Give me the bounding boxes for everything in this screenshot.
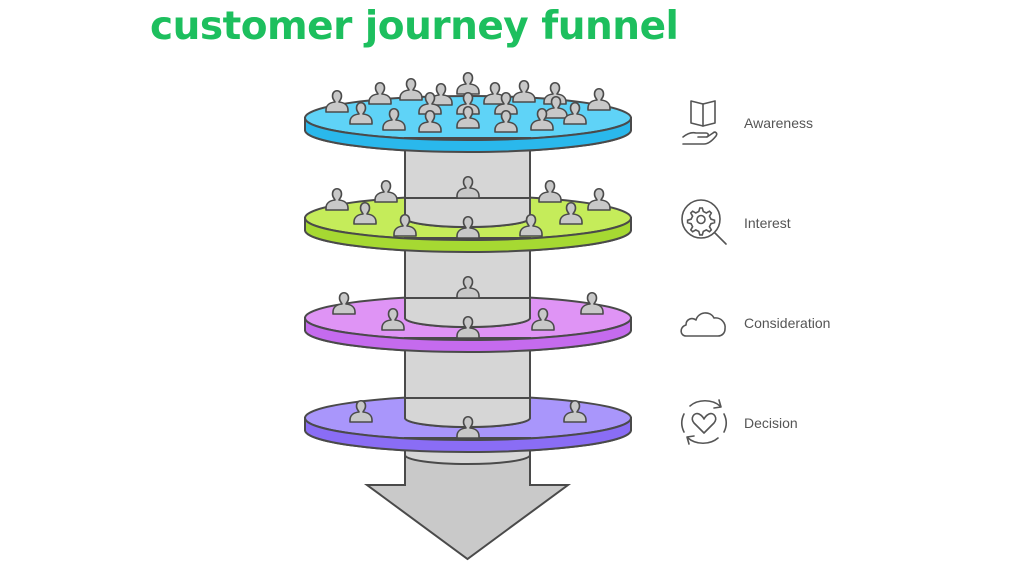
person-icon: [456, 175, 480, 199]
person-icon: [456, 71, 480, 95]
person-icon: [399, 77, 423, 101]
person-icon: [456, 415, 480, 439]
person-icon: [374, 179, 398, 203]
person-icon: [368, 81, 392, 105]
person-icon: [456, 91, 480, 115]
person-icon: [519, 213, 543, 237]
person-icon: [325, 89, 349, 113]
person-icon: [544, 95, 568, 119]
person-icon: [494, 91, 518, 115]
person-icon: [530, 107, 554, 131]
person-icon: [332, 291, 356, 315]
person-icon: [353, 201, 377, 225]
stage-label-consideration: Consideration: [744, 315, 831, 331]
person-icon: [456, 275, 480, 299]
person-icon: [418, 109, 442, 133]
person-icon: [587, 87, 611, 111]
person-icon: [418, 91, 442, 115]
person-icon: [580, 291, 604, 315]
person-icon: [429, 82, 453, 106]
disc-rim: [304, 217, 632, 253]
person-icon: [456, 215, 480, 239]
person-icon: [587, 187, 611, 211]
stage-label-decision: Decision: [744, 415, 798, 431]
person-icon: [393, 213, 417, 237]
person-icon: [456, 105, 480, 129]
disc-rim: [304, 417, 632, 453]
book-in-hand-icon: [682, 100, 718, 145]
people-group: [325, 71, 611, 439]
person-icon: [559, 201, 583, 225]
page-title: customer journey funnel: [150, 4, 679, 49]
funnel-discs: [304, 71, 632, 465]
person-icon: [531, 307, 555, 331]
disc-rim: [304, 317, 632, 353]
person-icon: [349, 101, 373, 125]
person-icon: [381, 307, 405, 331]
person-icon: [325, 187, 349, 211]
person-icon: [512, 79, 536, 103]
person-icon: [538, 179, 562, 203]
person-icon: [456, 315, 480, 339]
cloud-icon: [680, 312, 726, 337]
person-icon: [349, 399, 373, 423]
person-icon: [563, 399, 587, 423]
disc-rim: [304, 117, 632, 153]
stage-label-interest: Interest: [744, 215, 791, 231]
heart-cycle-icon: [680, 399, 728, 445]
gear-magnifier-icon: [681, 199, 727, 245]
stage-label-awareness: Awareness: [744, 115, 814, 131]
person-icon: [382, 107, 406, 131]
person-icon: [494, 109, 518, 133]
person-icon: [563, 101, 587, 125]
